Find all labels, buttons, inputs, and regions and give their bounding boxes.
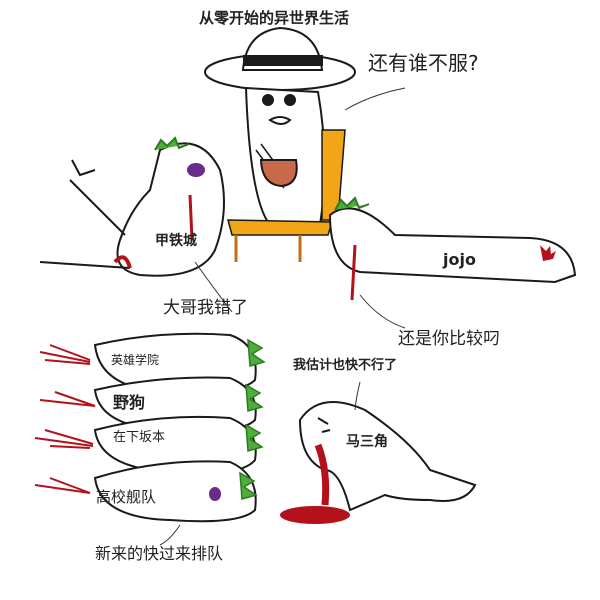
- stack-label-1: 英雄学院: [111, 353, 160, 367]
- bloody-handprint-icon: [540, 245, 556, 261]
- stack-label-4: 高校舰队: [96, 488, 157, 506]
- meme-title: 从零开始的异世界生活: [199, 9, 350, 27]
- left-victim-label: 甲铁城: [155, 233, 197, 249]
- bruise-icon: [187, 163, 205, 177]
- blood-spray-icon: [34, 344, 96, 494]
- stack-label-2: 野狗: [113, 393, 146, 412]
- left-victim-character: [39, 136, 225, 277]
- chair-icon: [227, 129, 346, 262]
- stack-caption: 新来的快过来排队: [95, 544, 224, 563]
- jojo-caption: 还是你比较叼: [398, 329, 500, 349]
- dying-caption: 我估计也快不行了: [293, 358, 398, 373]
- boss-speech: 还有谁不服?: [368, 51, 479, 75]
- jojo-label: jojo: [443, 250, 476, 269]
- left-victim-caption: 大哥我错了: [163, 298, 248, 318]
- dying-label: 马三角: [346, 434, 388, 450]
- bruise-icon: [209, 487, 221, 501]
- blood-pool-icon: [280, 506, 350, 524]
- dying-character: [280, 401, 477, 524]
- stack-label-3: 在下坂本: [113, 430, 166, 445]
- stacked-victims: [34, 332, 266, 523]
- boss-character: [204, 26, 356, 226]
- jojo-character: [328, 196, 577, 301]
